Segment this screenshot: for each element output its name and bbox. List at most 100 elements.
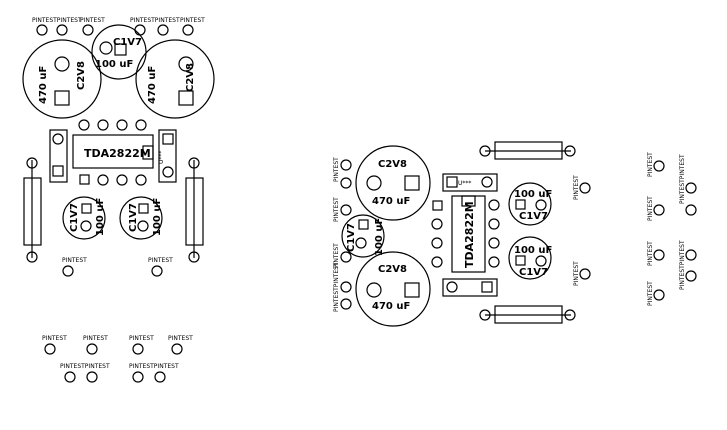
resistor — [494, 141, 563, 160]
test-pad — [154, 371, 166, 383]
test-pad — [685, 204, 697, 216]
test-pad — [653, 160, 665, 172]
cap-pad-round — [366, 175, 382, 191]
pintest-label: PINTEST — [129, 335, 154, 342]
cap-pad-round — [80, 220, 92, 232]
resistor — [23, 177, 42, 246]
jumper-pad-square — [52, 165, 64, 177]
cap-pad-round — [366, 282, 382, 298]
chip-pad — [488, 237, 500, 249]
capacitor-c1v7 — [341, 214, 385, 258]
jumper — [442, 173, 498, 192]
capacitor-c2v8 — [135, 39, 215, 119]
cap-pad-square — [515, 255, 526, 266]
cap-pad-round — [99, 41, 113, 55]
cap-pad-square — [178, 90, 194, 106]
cap-value-label: C2V8 — [185, 63, 196, 92]
cap-pad-square — [138, 203, 149, 214]
test-pad — [56, 24, 68, 36]
cap-pad-round — [535, 199, 547, 211]
jumper-label: U*** — [458, 180, 471, 187]
right-board: PINTEST PINTEST PINTEST PINTESTPINTEST C… — [333, 141, 697, 327]
chip-pad — [97, 174, 109, 186]
cap-pad-square — [404, 282, 420, 298]
pintest-label: PINTESTPINTEST — [130, 17, 180, 24]
jumper-pad — [162, 166, 174, 178]
jumper — [442, 278, 498, 297]
resistor — [185, 177, 204, 246]
capacitor-c2v8 — [355, 145, 431, 221]
pintest-label: PINTESTPINTEST — [679, 240, 686, 290]
pintest-label: PINTEST — [180, 17, 205, 24]
chip-pad — [431, 256, 443, 268]
test-pad — [132, 371, 144, 383]
cap-value-label: 470 uF — [147, 66, 158, 104]
pintest-label: PINTEST — [333, 197, 340, 222]
cap-pad-square — [404, 175, 420, 191]
jumper-pad-square — [481, 281, 493, 293]
cap-value-label: C1V7 — [519, 267, 548, 278]
test-pad — [62, 265, 74, 277]
cap-value-label: C1V7 — [113, 37, 142, 48]
test-pad — [132, 343, 144, 355]
capacitor-c1v7 — [62, 196, 106, 240]
chip-pad — [135, 174, 147, 186]
cap-pad-round — [355, 237, 367, 249]
test-pad — [182, 24, 194, 36]
cap-value-label: 100 uF — [514, 245, 552, 256]
test-pad — [579, 268, 591, 280]
pintest-label: PINTEST — [42, 335, 67, 342]
test-pad — [340, 281, 352, 293]
pintest-label: PINTEST — [573, 175, 580, 200]
pintest-label: PINTEST — [647, 196, 654, 221]
test-pad — [685, 270, 697, 282]
chip-pad — [78, 119, 90, 131]
pintest-label: PINTEST — [647, 281, 654, 306]
test-pad — [653, 249, 665, 261]
chip-pad — [488, 199, 500, 211]
cap-value-label: 100 uF — [95, 59, 133, 70]
left-board: PINTESTPINTEST PINTEST PINTESTPINTEST PI… — [22, 17, 215, 383]
test-pad — [82, 24, 94, 36]
test-pad — [653, 204, 665, 216]
pintest-label: PINTEST — [333, 157, 340, 182]
cap-value-label: C1V7 — [346, 223, 357, 252]
chip-pad — [431, 218, 443, 230]
cap-value-label: 100 uF — [152, 198, 163, 236]
jumper-pad-square — [446, 176, 458, 188]
cap-pad-square — [358, 219, 369, 230]
test-pad — [685, 249, 697, 261]
pintest-label: PINTEST — [573, 261, 580, 286]
cap-pad-round — [137, 220, 149, 232]
capacitor-c1v7 — [91, 24, 147, 80]
jumper-label: U*** — [158, 151, 165, 164]
jumper-pad — [446, 281, 458, 293]
capacitor-c1v7 — [508, 236, 552, 280]
test-pad — [171, 343, 183, 355]
test-pad — [685, 182, 697, 194]
chip-pad — [488, 256, 500, 268]
cap-value-label: C2V8 — [76, 61, 87, 90]
test-pad — [579, 182, 591, 194]
cap-pad-round — [54, 56, 70, 72]
cap-value-label: C1V7 — [519, 211, 548, 222]
resistor — [494, 305, 563, 324]
capacitor-c1v7 — [508, 182, 552, 226]
test-pad — [134, 24, 146, 36]
cap-value-label: 100 uF — [374, 218, 385, 256]
capacitor-c1v7 — [119, 196, 163, 240]
chip-pad-square — [79, 174, 90, 185]
chip-pad — [97, 119, 109, 131]
resistor-pad — [188, 251, 200, 263]
pintest-label: PINTEST — [148, 257, 173, 264]
pintest-label: PINTESTPINTEST — [679, 154, 686, 204]
resistor-pad — [479, 309, 491, 321]
chip-pad — [116, 119, 128, 131]
chip-pad-square — [432, 200, 443, 211]
jumper-pad — [481, 176, 493, 188]
chip-notch — [142, 145, 154, 160]
cap-pad-square — [515, 199, 526, 210]
cap-value-label: 470 uF — [372, 301, 410, 312]
jumper-pad — [52, 133, 64, 145]
jumper-pad-square — [162, 133, 174, 145]
